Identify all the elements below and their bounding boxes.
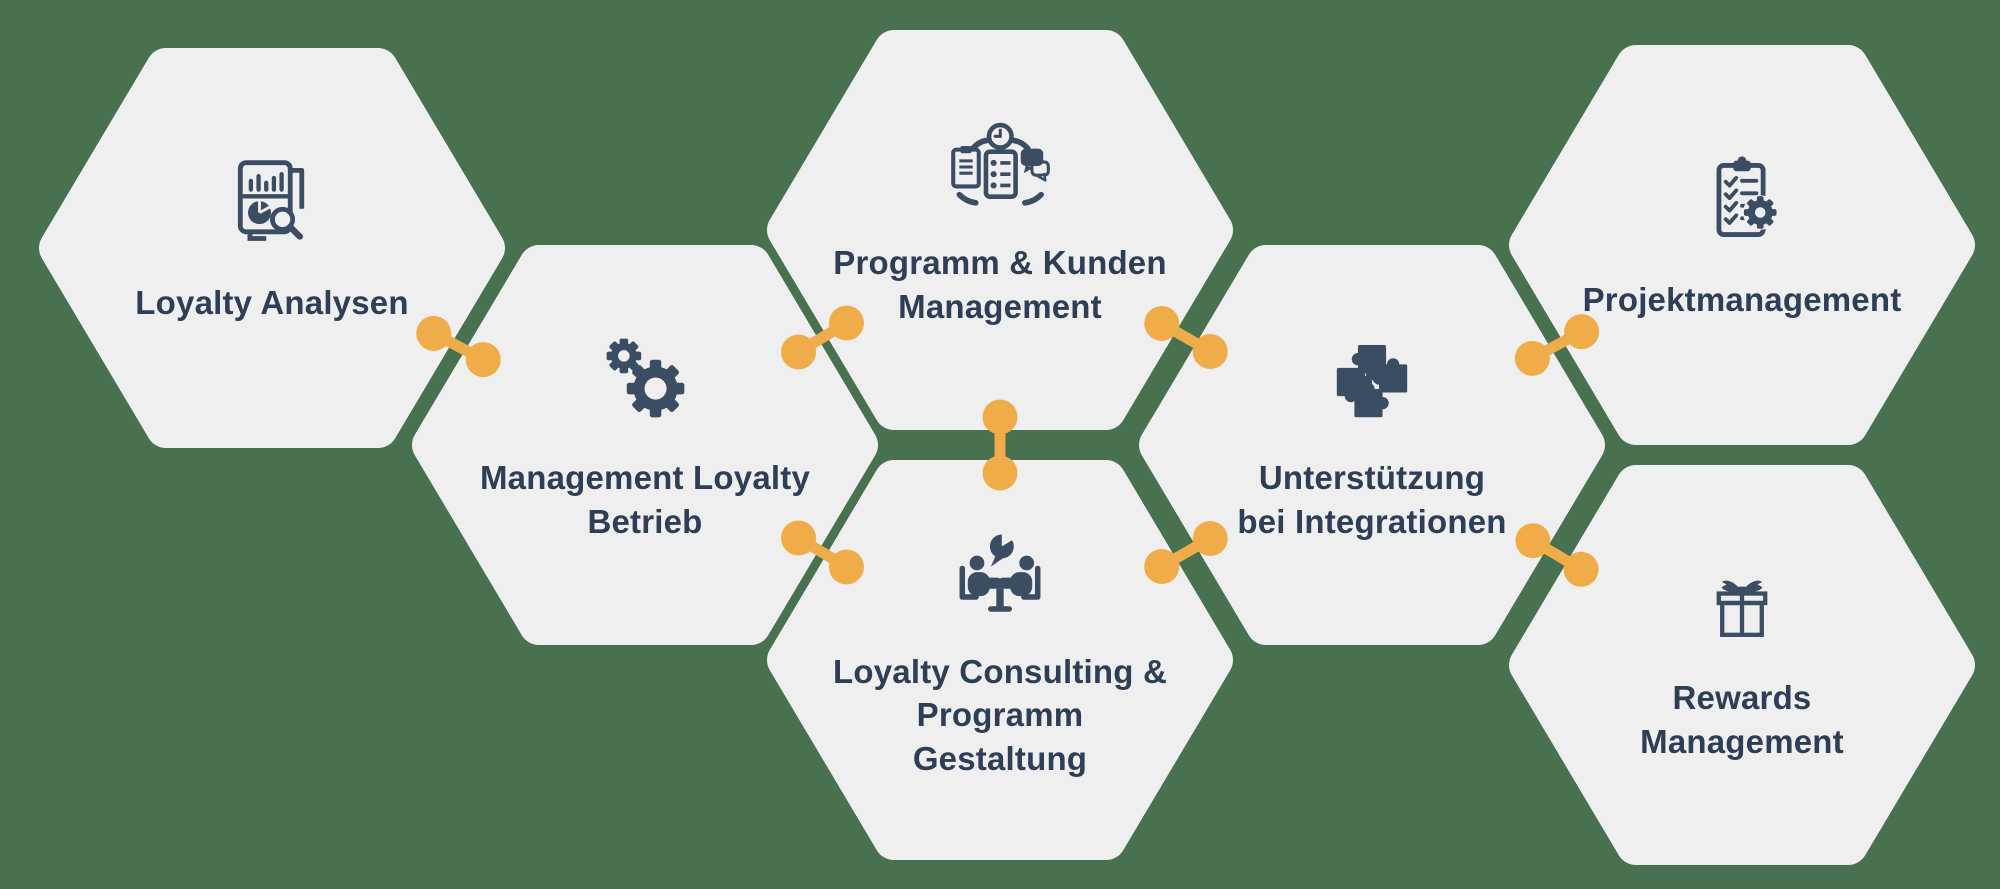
program-schedule-icon [943,115,1058,211]
hexagon-label: Loyalty Consulting & Programm Gestaltung [833,652,1167,777]
hexagon-loyalty-consulting: Loyalty Consulting & Programm Gestaltung [765,460,1235,860]
consulting-meeting-icon [954,524,1046,620]
hexagon-label: Management Loyalty Betrieb [479,459,810,540]
hexagon-projektmanagement: Projektmanagement [1507,45,1977,445]
hexagon-integrationen: Unterstützung bei Integrationen [1137,245,1607,645]
gears-icon [597,330,693,426]
puzzle-integration-icon [1328,330,1416,426]
checklist-gear-icon [1694,152,1790,248]
hexagon-label: Programm & Kunden Management [833,244,1167,325]
hexagon-loyalty-analysen: Loyalty Analysen [37,48,507,448]
hexagon-programm-kunden-management: Programm & Kunden Management [765,30,1235,430]
hexagon-shape [767,460,1233,860]
hexagon-shape [412,245,878,645]
hexagon-label: Rewards Management [1640,679,1844,760]
hexagon-shape [1509,45,1975,445]
hexagon-label: Projektmanagement [1582,281,1902,319]
analysis-report-icon [224,155,320,251]
hexagon-label: Loyalty Analysen [135,284,409,322]
hexagon-label: Unterstützung bei Integrationen [1237,459,1507,540]
hexagon-management-loyalty-betrieb: Management Loyalty Betrieb [410,245,880,645]
hexagon-shape [1139,245,1605,645]
hexagon-shape [39,48,505,448]
hexagon-shape [1509,465,1975,865]
hexagon-rewards-management: Rewards Management [1507,465,1977,865]
gift-icon [1699,550,1785,646]
hexagon-shape [767,30,1233,430]
